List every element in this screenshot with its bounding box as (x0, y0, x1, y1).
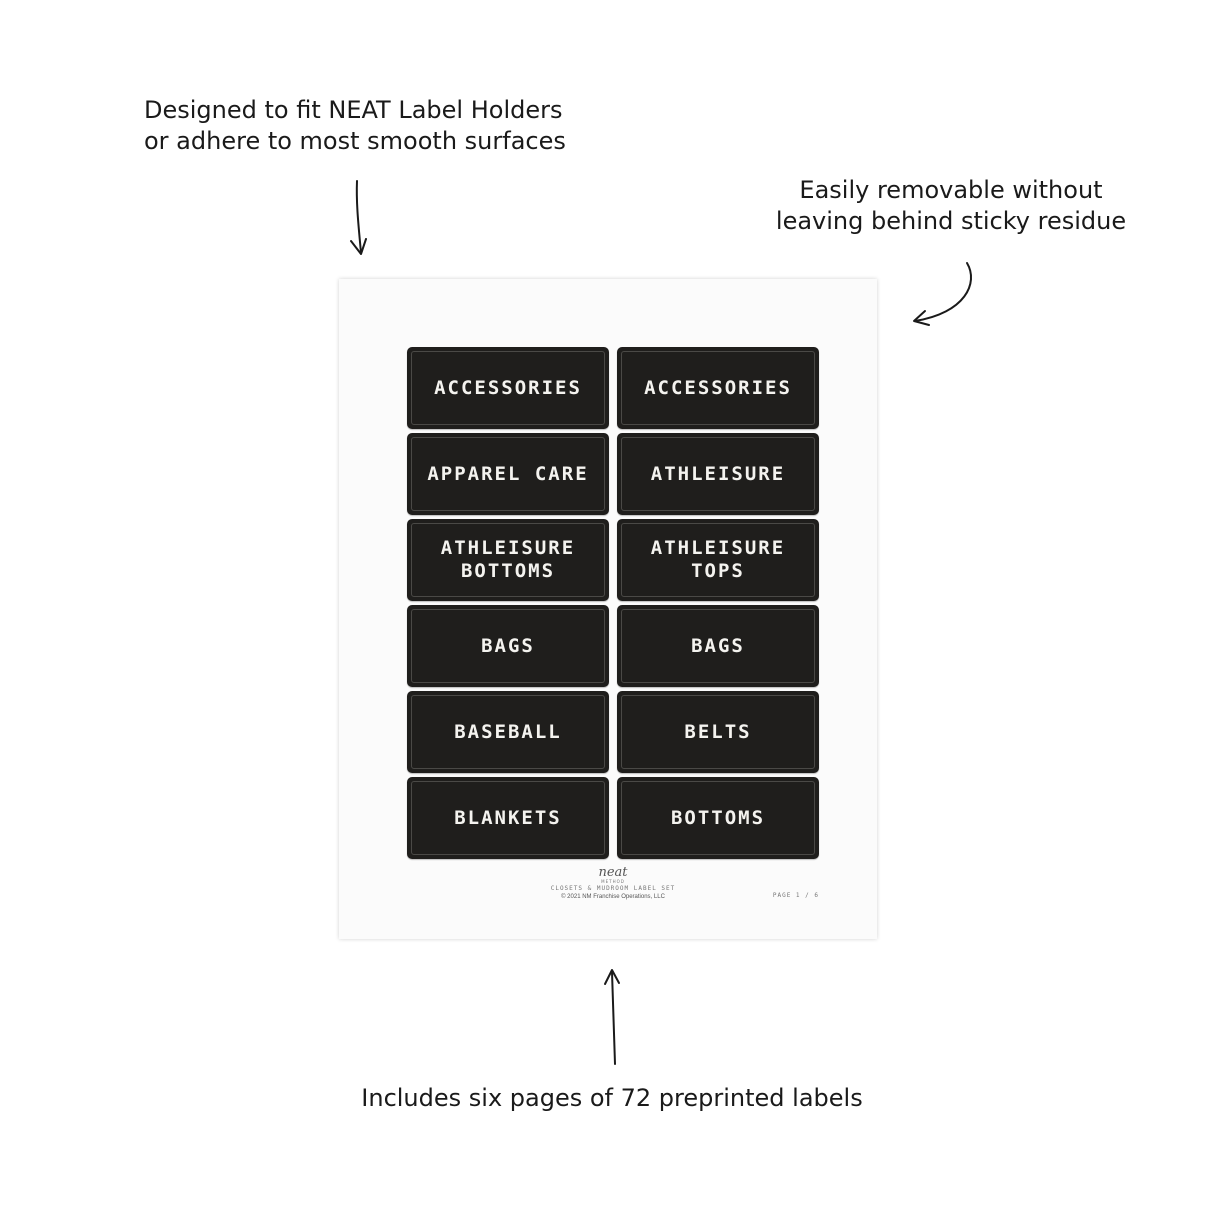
label-bags: BAGS (617, 605, 819, 687)
label-text: ATHLEISURE (650, 462, 786, 485)
label-accessories: ACCESSORIES (407, 347, 609, 429)
label-text: ACCESSORIES (644, 376, 792, 399)
label-baseball: BASEBALL (407, 691, 609, 773)
copyright: © 2021 NM Franchise Operations, LLC (561, 894, 665, 900)
page-number: PAGE 1 / 6 (772, 892, 819, 899)
callout-label-count: Includes six pages of 72 preprinted labe… (352, 1083, 872, 1114)
brand-logo: neat (598, 865, 628, 880)
label-accessories: ACCESSORIES (617, 347, 819, 429)
callout-removable: Easily removable without leaving behind … (770, 175, 1132, 237)
callout-line: leaving behind sticky residue (775, 207, 1127, 235)
callout-line: Easily removable without (799, 176, 1103, 204)
label-text: ACCESSORIES (434, 376, 582, 399)
set-name: CLOSETS & MUDROOM LABEL SET (550, 885, 676, 892)
label-grid: ACCESSORIES ACCESSORIES APPAREL CARE ATH… (407, 347, 819, 859)
label-text: BAGS (481, 634, 535, 657)
callout-fit-holders: Designed to fit NEAT Label Holders or ad… (144, 95, 566, 157)
label-belts: BELTS (617, 691, 819, 773)
callout-line: Designed to fit NEAT Label Holders (144, 96, 563, 124)
sheet-footer: neat METHOD CLOSETS & MUDROOM LABEL SET … (407, 865, 819, 905)
callout-line: Includes six pages of 72 preprinted labe… (361, 1084, 863, 1112)
callout-line: or adhere to most smooth surfaces (144, 127, 566, 155)
label-text: BELTS (684, 720, 752, 743)
label-bottoms: BOTTOMS (617, 777, 819, 859)
label-text: BOTTOMS (670, 806, 766, 829)
arrow-down-icon (350, 180, 367, 255)
label-text: BAGS (691, 634, 745, 657)
arrow-up-icon (604, 969, 620, 1065)
label-text: BLANKETS (454, 806, 562, 829)
label-athleisure-bottoms: ATHLEISURE BOTTOMS (407, 519, 609, 601)
label-text: ATHLEISURE BOTTOMS (440, 537, 576, 582)
label-blankets: BLANKETS (407, 777, 609, 859)
label-text: APPAREL CARE (427, 462, 589, 485)
curved-arrow-icon (913, 262, 972, 326)
brand-subtitle: METHOD (601, 879, 625, 884)
label-athleisure: ATHLEISURE (617, 433, 819, 515)
label-sheet: ACCESSORIES ACCESSORIES APPAREL CARE ATH… (339, 279, 877, 939)
label-text: ATHLEISURE TOPS (650, 537, 786, 582)
label-athleisure-tops: ATHLEISURE TOPS (617, 519, 819, 601)
label-apparel-care: APPAREL CARE (407, 433, 609, 515)
label-text: BASEBALL (454, 720, 562, 743)
label-bags: BAGS (407, 605, 609, 687)
